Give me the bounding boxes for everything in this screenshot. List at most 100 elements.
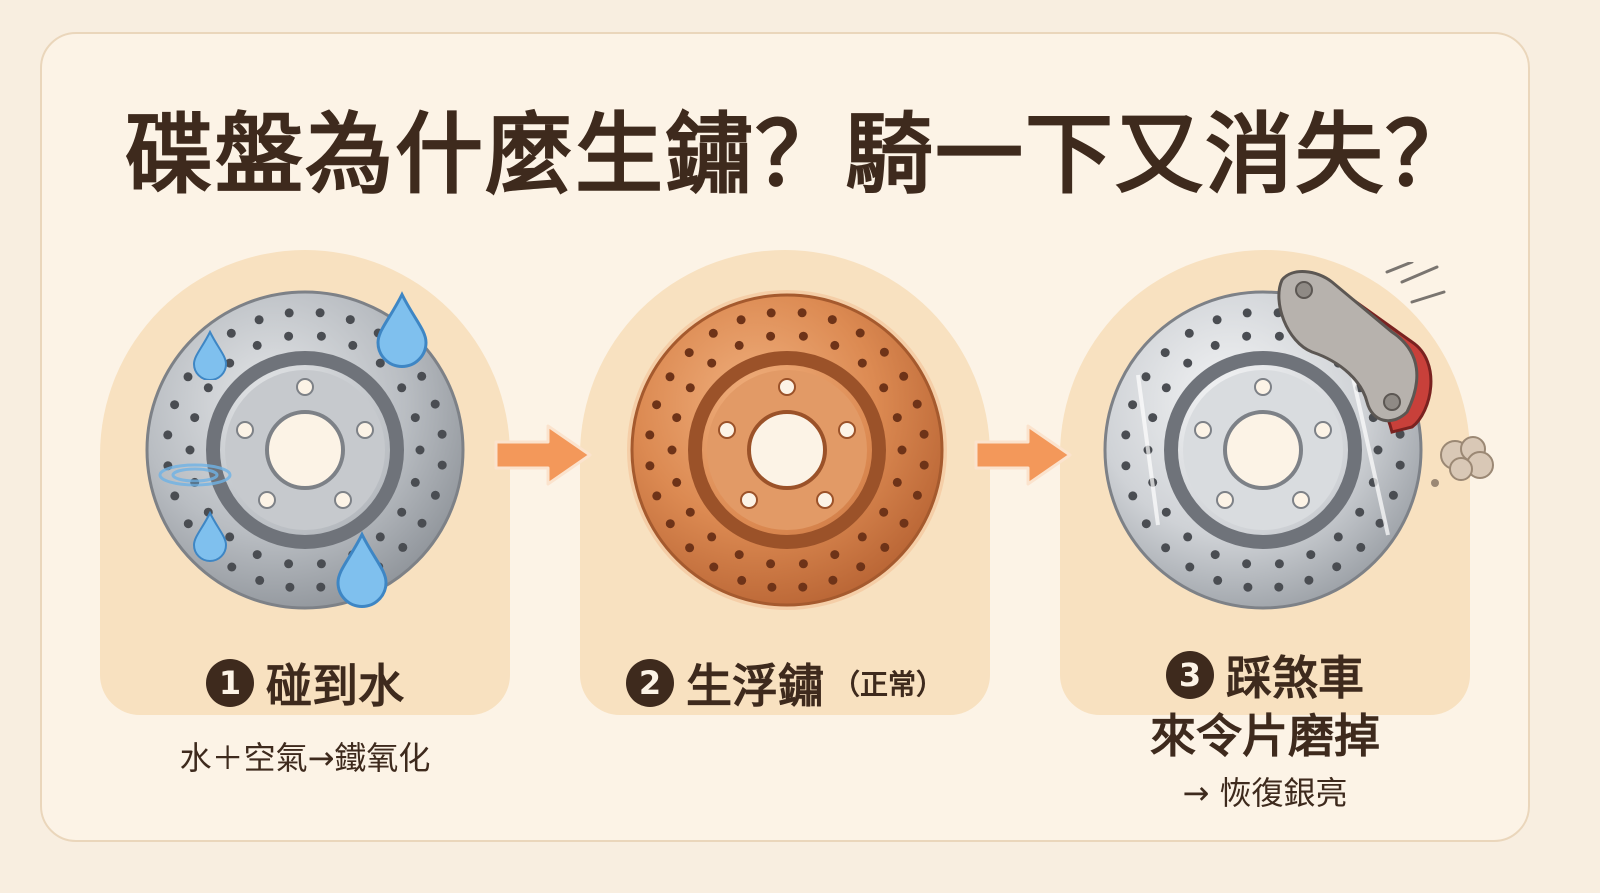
drill-hole xyxy=(437,460,447,470)
drill-hole xyxy=(284,308,294,318)
drill-hole xyxy=(252,550,262,560)
drill-hole xyxy=(652,400,662,410)
drill-hole xyxy=(227,562,237,572)
drill-hole xyxy=(685,383,695,393)
drill-hole xyxy=(827,315,837,325)
drill-hole xyxy=(1274,582,1284,592)
drill-hole xyxy=(709,562,719,572)
drill-hole xyxy=(734,550,744,560)
drill-hole xyxy=(1242,308,1252,318)
drill-hole xyxy=(254,315,264,325)
drill-hole xyxy=(417,371,427,381)
drill-hole xyxy=(880,542,890,552)
drill-hole xyxy=(892,413,902,423)
drill-hole xyxy=(375,358,385,368)
water-drop-icon xyxy=(336,531,388,608)
drill-hole xyxy=(912,399,922,409)
drill-hole xyxy=(707,532,717,542)
drill-hole xyxy=(397,507,407,517)
drill-hole xyxy=(1242,559,1252,569)
right-arrow-icon xyxy=(974,424,1072,486)
drill-hole xyxy=(766,559,776,569)
drill-hole xyxy=(652,491,662,501)
shiny-brake-disc xyxy=(1103,290,1423,610)
drill-hole xyxy=(1395,460,1405,470)
step-3-label-line2: 來令片磨掉 xyxy=(1060,700,1470,766)
drill-hole xyxy=(1121,430,1131,440)
step-2-number: 2 xyxy=(625,659,674,707)
drill-hole xyxy=(1148,413,1158,423)
drill-hole xyxy=(185,445,195,455)
water-drop-icon xyxy=(192,330,228,380)
step-3-title-line2: 來令片磨掉 xyxy=(1150,709,1380,763)
dust-cloud-icon xyxy=(1431,436,1494,487)
drill-hole xyxy=(665,519,675,529)
drill-hole xyxy=(163,430,173,440)
drill-hole xyxy=(1212,315,1222,325)
drill-hole xyxy=(897,445,907,455)
drill-hole xyxy=(1332,562,1342,572)
water-drop-icon xyxy=(376,291,428,368)
drill-hole xyxy=(1355,507,1365,517)
drill-hole xyxy=(170,491,180,501)
drill-hole xyxy=(316,559,326,569)
drill-hole xyxy=(667,445,677,455)
drill-hole xyxy=(284,331,294,341)
drill-hole xyxy=(856,562,866,572)
drill-hole xyxy=(203,383,213,393)
drill-hole xyxy=(672,413,682,423)
drill-hole xyxy=(684,348,694,358)
drill-hole xyxy=(1141,372,1151,382)
drill-hole xyxy=(1306,550,1316,560)
drill-hole xyxy=(252,340,262,350)
drill-hole xyxy=(1210,340,1220,350)
drill-hole xyxy=(316,331,326,341)
drill-hole xyxy=(345,315,355,325)
drill-hole xyxy=(879,347,889,357)
drill-hole xyxy=(734,340,744,350)
drill-hole xyxy=(1304,575,1314,585)
drill-hole xyxy=(1183,532,1193,542)
drill-hole xyxy=(798,582,808,592)
step-3-title: 踩煞車 xyxy=(1226,651,1364,705)
drill-hole xyxy=(1333,532,1343,542)
drill-hole xyxy=(183,519,193,529)
drill-hole xyxy=(892,477,902,487)
drill-hole xyxy=(1243,582,1253,592)
drill-hole xyxy=(226,328,236,338)
rusted-brake-disc xyxy=(627,290,947,610)
drill-hole xyxy=(255,575,265,585)
drill-hole xyxy=(1161,383,1171,393)
drill-hole xyxy=(665,372,675,382)
drill-hole xyxy=(685,507,695,517)
drill-hole xyxy=(1213,575,1223,585)
wet-brake-disc xyxy=(145,290,465,610)
drill-hole xyxy=(315,308,325,318)
drill-hole xyxy=(1161,507,1171,517)
drill-hole xyxy=(398,542,408,552)
drill-hole xyxy=(1128,491,1138,501)
drill-hole xyxy=(919,429,929,439)
drill-hole xyxy=(767,582,777,592)
step-3-subtext: → 恢復銀亮 xyxy=(1182,774,1348,812)
drill-hole xyxy=(430,490,440,500)
drill-hole xyxy=(437,429,447,439)
drill-hole xyxy=(736,315,746,325)
drill-hole xyxy=(708,328,718,338)
drill-hole xyxy=(410,477,420,487)
drill-hole xyxy=(415,445,425,455)
step-1-subtext: 水＋空氣→鐵氧化 xyxy=(179,739,431,777)
drill-hole xyxy=(879,507,889,517)
water-drop-icon xyxy=(192,510,228,562)
water-ripple-icon xyxy=(158,463,232,487)
drill-hole xyxy=(285,582,295,592)
drill-hole xyxy=(830,340,840,350)
drill-hole xyxy=(828,575,838,585)
step-2-title: 生浮鏽 xyxy=(685,659,824,713)
drill-hole xyxy=(430,399,440,409)
drill-hole xyxy=(190,413,200,423)
drill-hole xyxy=(857,358,867,368)
drill-hole xyxy=(1184,328,1194,338)
